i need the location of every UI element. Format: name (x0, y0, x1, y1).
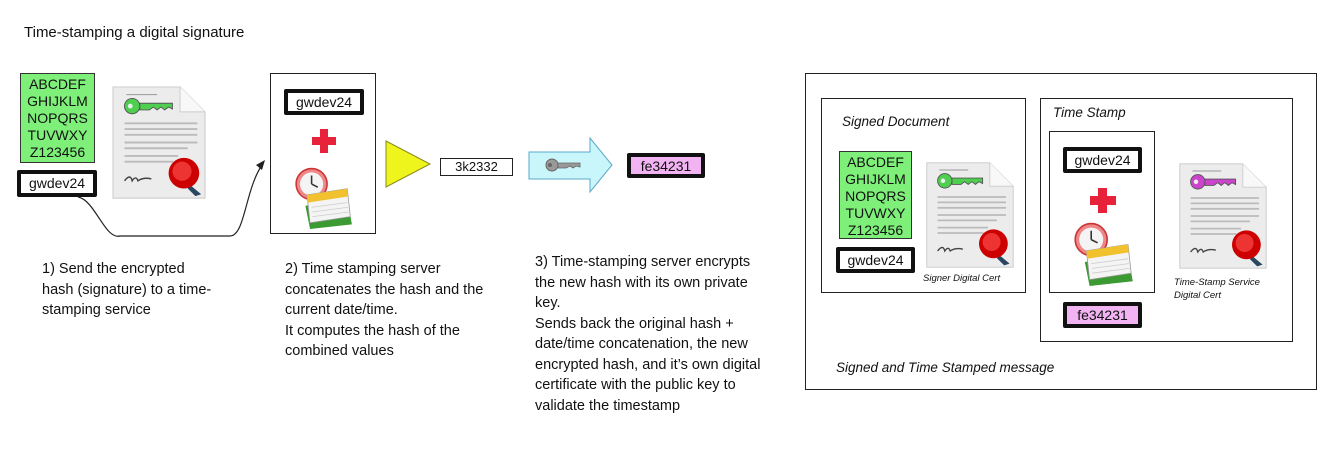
time-stamp-box: Time Stamp gwdev24 fe34231 Time-Stamp Se… (1040, 98, 1293, 342)
step-2-text: 2) Time stamping server concatenates the… (285, 259, 500, 362)
signature-hash-box: gwdev24 (1063, 147, 1142, 173)
tss-certificate-icon (1175, 162, 1271, 270)
message-label: Signed and Time Stamped message (836, 360, 1055, 375)
signed-document-box: Signed Document ABCDEF GHIJKLM NOPQRS TU… (821, 98, 1026, 293)
signature-hash-box: gwdev24 (284, 89, 364, 115)
document-block: ABCDEF GHIJKLM NOPQRS TUVWXY Z123456 (20, 73, 95, 163)
document-block: ABCDEF GHIJKLM NOPQRS TUVWXY Z123456 (839, 151, 912, 239)
signature-hash-box: gwdev24 (17, 170, 97, 197)
step-2-line: It computes the hash of the combined val… (285, 322, 460, 360)
tss-cert-label: Time-Stamp Service Digital Cert (1174, 277, 1260, 301)
clock-calendar-icon (1072, 222, 1136, 286)
encrypted-hash-box: fe34231 (627, 153, 705, 178)
signer-certificate-icon (922, 161, 1018, 269)
document-line: NOPQRS (27, 110, 88, 126)
signer-cert-label: Signer Digital Cert (923, 273, 1001, 284)
document-line: TUVWXY (845, 205, 906, 221)
document-line: GHIJKLM (27, 93, 88, 109)
signed-timestamped-message-box: Signed Document ABCDEF GHIJKLM NOPQRS TU… (805, 73, 1317, 390)
step-1-text: 1) Send the encrypted hash (signature) t… (42, 261, 212, 318)
step-3-line: Sends back the original hash + date/time… (535, 315, 761, 414)
document-line: Z123456 (847, 222, 904, 238)
document-line: TUVWXY (27, 127, 88, 143)
step-3-text: 3) Time-stamping server encrypts the new… (535, 252, 770, 416)
signature-hash-box: gwdev24 (836, 247, 915, 273)
step-2-line: 2) Time stamping server concatenates the… (285, 261, 484, 318)
document-line: ABCDEF (847, 154, 904, 170)
timestamp-server-box: gwdev24 (270, 73, 376, 234)
diagram-title: Time-stamping a digital signature (24, 24, 245, 41)
plus-icon (312, 129, 336, 153)
hash-function-triangle-icon (385, 140, 432, 188)
plus-icon (1090, 188, 1116, 213)
time-stamp-label: Time Stamp (1053, 105, 1126, 120)
timestamp-content-box: gwdev24 (1049, 131, 1155, 293)
clock-calendar-icon (293, 167, 355, 229)
concat-hash-box: 3k2332 (440, 158, 513, 176)
signed-document-label: Signed Document (842, 114, 950, 129)
document-line: NOPQRS (845, 188, 906, 204)
step-3-line: 3) Time-stamping server encrypts the new… (535, 254, 751, 311)
document-line: GHIJKLM (845, 171, 906, 187)
document-line: ABCDEF (29, 76, 86, 92)
encrypt-arrow-icon (528, 136, 613, 194)
encrypted-hash-box: fe34231 (1063, 302, 1142, 328)
document-line: Z123456 (29, 144, 86, 160)
